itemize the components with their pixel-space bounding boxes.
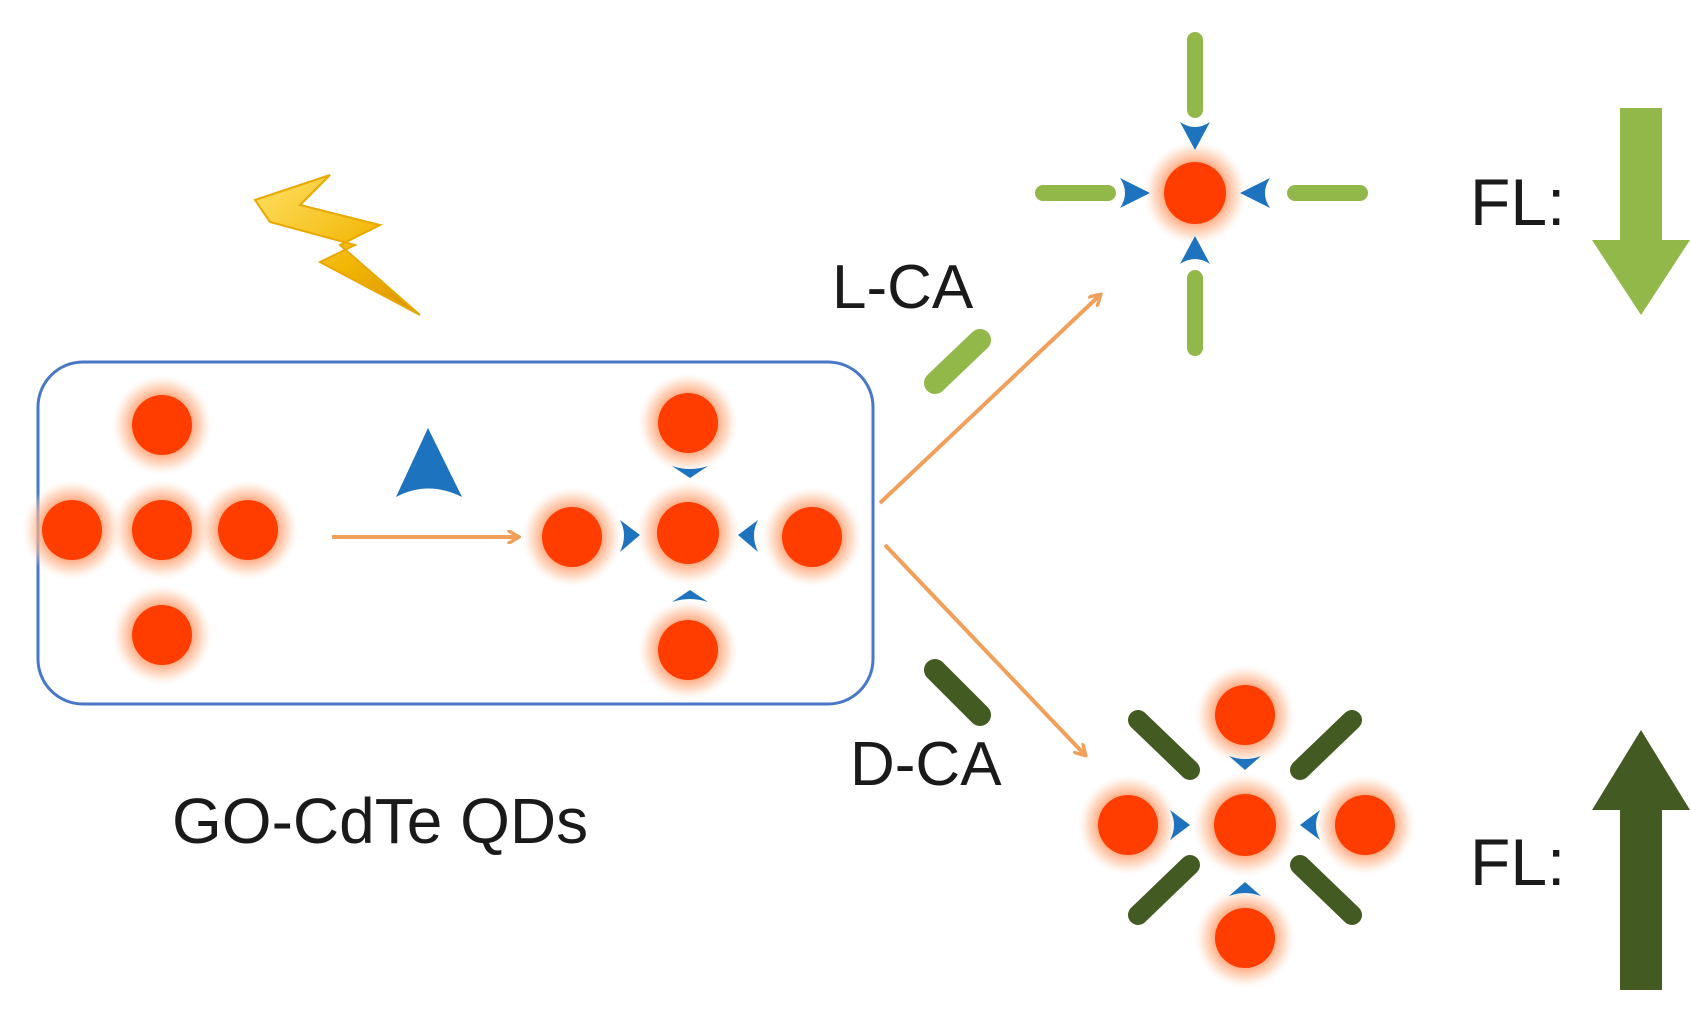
linker-icon bbox=[672, 590, 708, 602]
qd-particle-right bbox=[198, 480, 298, 580]
arrow-up-icon bbox=[1592, 730, 1690, 990]
d-ca-molecule bbox=[924, 659, 991, 726]
lightning-bolt-icon bbox=[253, 174, 421, 316]
d-ca-label: D-CA bbox=[850, 730, 1002, 799]
qd-particle-center bbox=[636, 481, 740, 585]
qd-particle-right bbox=[1315, 775, 1415, 875]
l-ca-molecule bbox=[924, 329, 991, 394]
d-ca-complex bbox=[1078, 665, 1415, 988]
qd-particle-center bbox=[1193, 773, 1297, 877]
qd-particle-bottom bbox=[112, 585, 212, 685]
linker-icon bbox=[396, 428, 462, 497]
fl-label-top: FL: bbox=[1470, 165, 1565, 239]
linker-icon bbox=[1229, 756, 1261, 770]
qd-particle-bottom bbox=[1195, 888, 1295, 988]
l-ca-complex bbox=[1035, 32, 1368, 356]
linker-icon bbox=[1300, 810, 1320, 840]
l-ca-label: L-CA bbox=[832, 253, 974, 322]
qd-particle-top bbox=[638, 373, 738, 473]
linker-icon bbox=[1120, 178, 1150, 208]
qd-particle-top bbox=[112, 375, 212, 475]
linker-icon bbox=[620, 520, 640, 552]
linker-icon bbox=[1170, 810, 1190, 840]
box-caption: GO-CdTe QDs bbox=[172, 785, 588, 857]
qd-particle-left bbox=[522, 487, 622, 587]
qd-particle-left bbox=[1078, 775, 1178, 875]
linker-icon bbox=[1240, 178, 1270, 208]
qd-cluster-free bbox=[22, 375, 298, 685]
linker-icon bbox=[1180, 122, 1210, 150]
l-ca-arrow bbox=[878, 295, 1100, 505]
linker-icon bbox=[1229, 882, 1261, 896]
linker-icon bbox=[1180, 236, 1210, 264]
qd-particle-bottom bbox=[638, 600, 738, 700]
arrow-down-icon bbox=[1592, 108, 1690, 315]
linker-icon bbox=[738, 520, 758, 552]
qd-particle-center bbox=[1143, 141, 1247, 245]
qd-particle-center bbox=[112, 480, 212, 580]
qd-particle-top bbox=[1195, 665, 1295, 765]
qd-particle-left bbox=[22, 480, 122, 580]
fl-label-bottom: FL: bbox=[1470, 825, 1565, 899]
d-ca-arrow bbox=[883, 543, 1085, 755]
linker-icon bbox=[672, 466, 708, 478]
qd-cluster-linked bbox=[522, 373, 862, 700]
qd-particle-right bbox=[762, 487, 862, 587]
